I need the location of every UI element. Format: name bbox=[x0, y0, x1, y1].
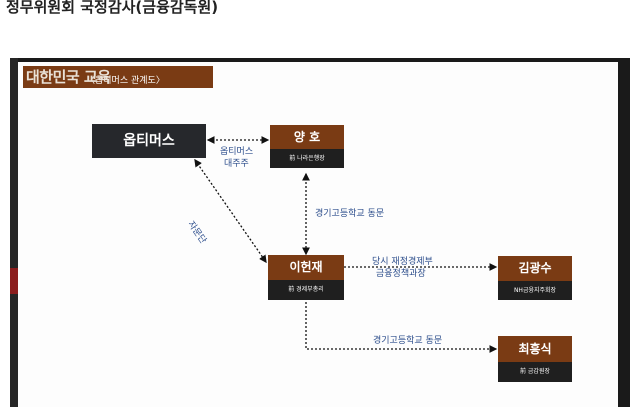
node-kimgwangsu: 김광수 NH금융지주회장 bbox=[498, 256, 572, 300]
node-kimgwangsu-name: 김광수 bbox=[498, 256, 572, 281]
label-optimus-yangho-1: 옵티머스 bbox=[220, 147, 254, 157]
node-leehyunjae: 이헌재 前 경제부총리 bbox=[268, 255, 344, 300]
node-yangho: 양 호 前 나라은행장 bbox=[270, 125, 344, 168]
slide-header-title: 대한민국 교육 bbox=[26, 68, 111, 86]
node-yangho-role: 前 나라은행장 bbox=[270, 149, 344, 168]
node-choiheungsik-name: 최흥식 bbox=[498, 336, 572, 362]
line-optimus-lee bbox=[194, 158, 267, 264]
line-lee-choi bbox=[305, 302, 498, 353]
label-yangho-lee: 경기고등학교 동문 bbox=[315, 209, 385, 219]
label-lee-choi: 경기고등학교 동문 bbox=[373, 336, 443, 346]
node-leehyunjae-name: 이헌재 bbox=[268, 255, 344, 280]
node-optimus: 옵티머스 bbox=[92, 124, 206, 158]
node-yangho-name: 양 호 bbox=[270, 125, 344, 149]
node-choiheungsik-role: 前 금감원장 bbox=[498, 362, 572, 382]
slide-header-bar bbox=[23, 66, 213, 88]
node-kimgwangsu-role: NH금융지주회장 bbox=[498, 281, 572, 300]
label-optimus-yangho-2: 대주주 bbox=[224, 159, 249, 169]
label-lee-kim-1: 당시 재정경제부 bbox=[372, 257, 433, 267]
page-title: 정무위원회 국정감사(금융감독원) bbox=[6, 0, 219, 16]
frame-edge bbox=[10, 58, 18, 407]
node-leehyunjae-role: 前 경제부총리 bbox=[268, 280, 344, 300]
frame-notch bbox=[10, 268, 18, 294]
label-lee-kim-2: 금융정책과장 bbox=[376, 269, 426, 279]
node-choiheungsik: 최흥식 前 금감원장 bbox=[498, 336, 572, 382]
slide-header-subtitle: 〈옵티머스 관계도〉 bbox=[86, 76, 165, 86]
